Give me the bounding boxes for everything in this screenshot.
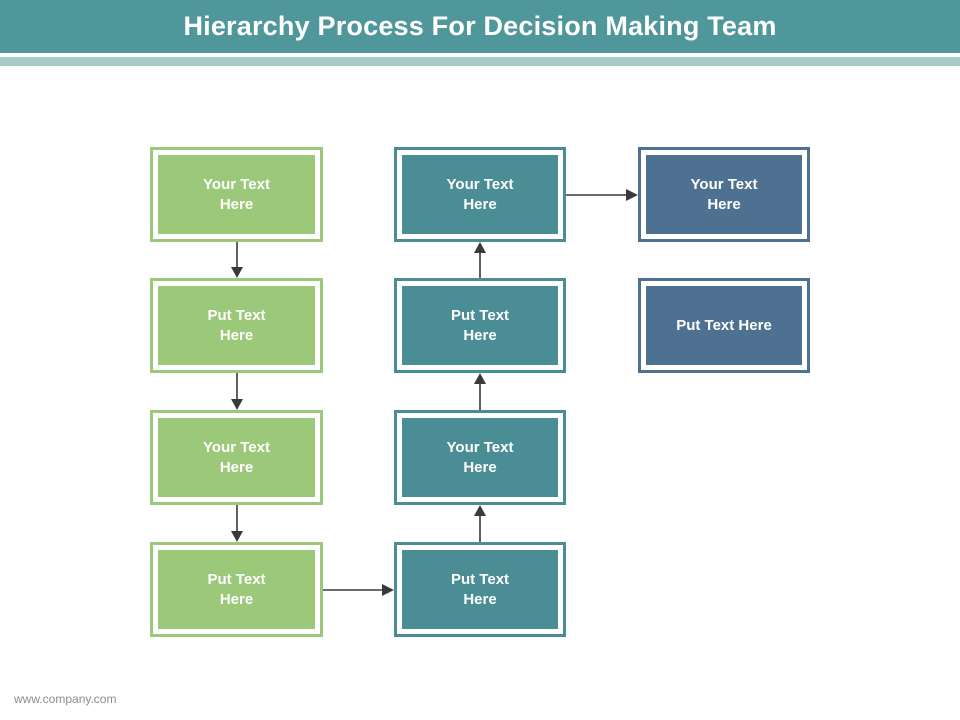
header-underline [0, 57, 960, 66]
node-label: Your Text Here [446, 438, 514, 476]
arrow-teal-1-to-blue-1 [566, 189, 638, 201]
node-blue-1[interactable]: Your Text Here [638, 147, 810, 242]
hierarchy-diagram: Your Text Here Put Text Here Your Text H… [0, 66, 960, 676]
node-teal-3[interactable]: Your Text Here [394, 410, 566, 505]
arrow-green-1-to-2 [231, 242, 243, 278]
node-label: Put Text Here [207, 570, 266, 608]
header-banner: Hierarchy Process For Decision Making Te… [0, 0, 960, 53]
arrow-teal-2-to-1 [474, 242, 486, 278]
node-green-1[interactable]: Your Text Here [150, 147, 323, 242]
node-label: Your Text Here [203, 175, 270, 213]
arrow-green-2-to-3 [231, 373, 243, 410]
node-label: Put Text Here [450, 306, 510, 344]
header-underline-gap [0, 53, 960, 57]
node-label: Put Text Here [450, 570, 510, 608]
node-teal-4[interactable]: Put Text Here [394, 542, 566, 637]
node-blue-2[interactable]: Put Text Here [638, 278, 810, 373]
page-title: Hierarchy Process For Decision Making Te… [183, 11, 777, 41]
node-teal-1[interactable]: Your Text Here [394, 147, 566, 242]
node-green-3[interactable]: Your Text Here [150, 410, 323, 505]
node-label: Put Text Here [676, 316, 772, 334]
node-green-4[interactable]: Put Text Here [150, 542, 323, 637]
arrow-teal-3-to-2 [474, 373, 486, 410]
footer-url: www.company.com [14, 692, 117, 706]
node-label: Your Text Here [446, 175, 514, 213]
node-label: Put Text Here [207, 306, 266, 344]
node-label: Your Text Here [690, 175, 758, 213]
node-label: Your Text Here [203, 438, 270, 476]
arrow-green-3-to-4 [231, 505, 243, 542]
node-teal-2[interactable]: Put Text Here [394, 278, 566, 373]
arrow-teal-4-to-3 [474, 505, 486, 542]
node-green-2[interactable]: Put Text Here [150, 278, 323, 373]
arrow-green-4-to-teal-4 [323, 584, 394, 596]
